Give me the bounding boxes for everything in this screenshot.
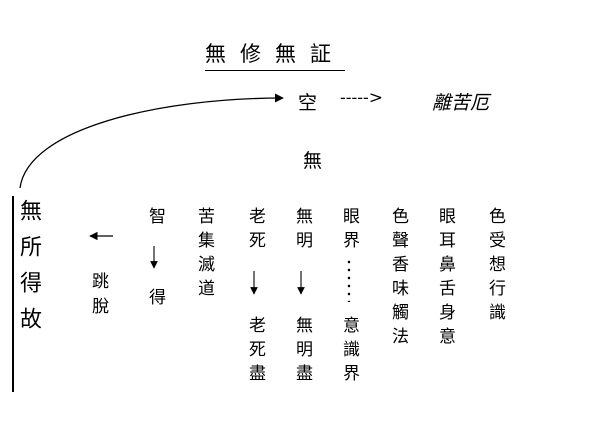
return-curve-arrow xyxy=(19,93,284,189)
attain-label: 得 xyxy=(145,288,165,305)
sense-objects-column: 色聲香味觸法 xyxy=(388,207,408,351)
mind-realm-column: 意識界 xyxy=(339,316,359,388)
transcend-column: 跳脫 xyxy=(88,272,108,322)
sense-organs-column: 眼耳鼻舌身意 xyxy=(435,207,455,351)
four-truths-column: 苦集滅道 xyxy=(194,207,214,303)
ignorance-end-column: 無明盡 xyxy=(292,316,312,388)
empty-label: 空 xyxy=(298,92,318,114)
ignorance-column: 無明 xyxy=(292,207,312,255)
no-attainment-column: 無所得故 xyxy=(16,199,41,343)
none-label: 無 xyxy=(303,150,323,172)
aggregates-column: 色受想行識 xyxy=(485,207,505,327)
aging-death-column: 老死 xyxy=(245,207,265,255)
left-vertical-line xyxy=(12,196,14,392)
wisdom-label: 智 xyxy=(145,207,165,224)
eye-realm-column: 眼界 xyxy=(339,207,359,255)
aging-death-end-column: 老死盡 xyxy=(245,316,265,388)
dashed-arrow: -----> xyxy=(340,88,383,108)
leave-suffering-label: 離苦厄 xyxy=(432,92,490,114)
vertical-ellipsis xyxy=(347,258,351,302)
diagram-title: 無修無証 xyxy=(205,38,345,71)
